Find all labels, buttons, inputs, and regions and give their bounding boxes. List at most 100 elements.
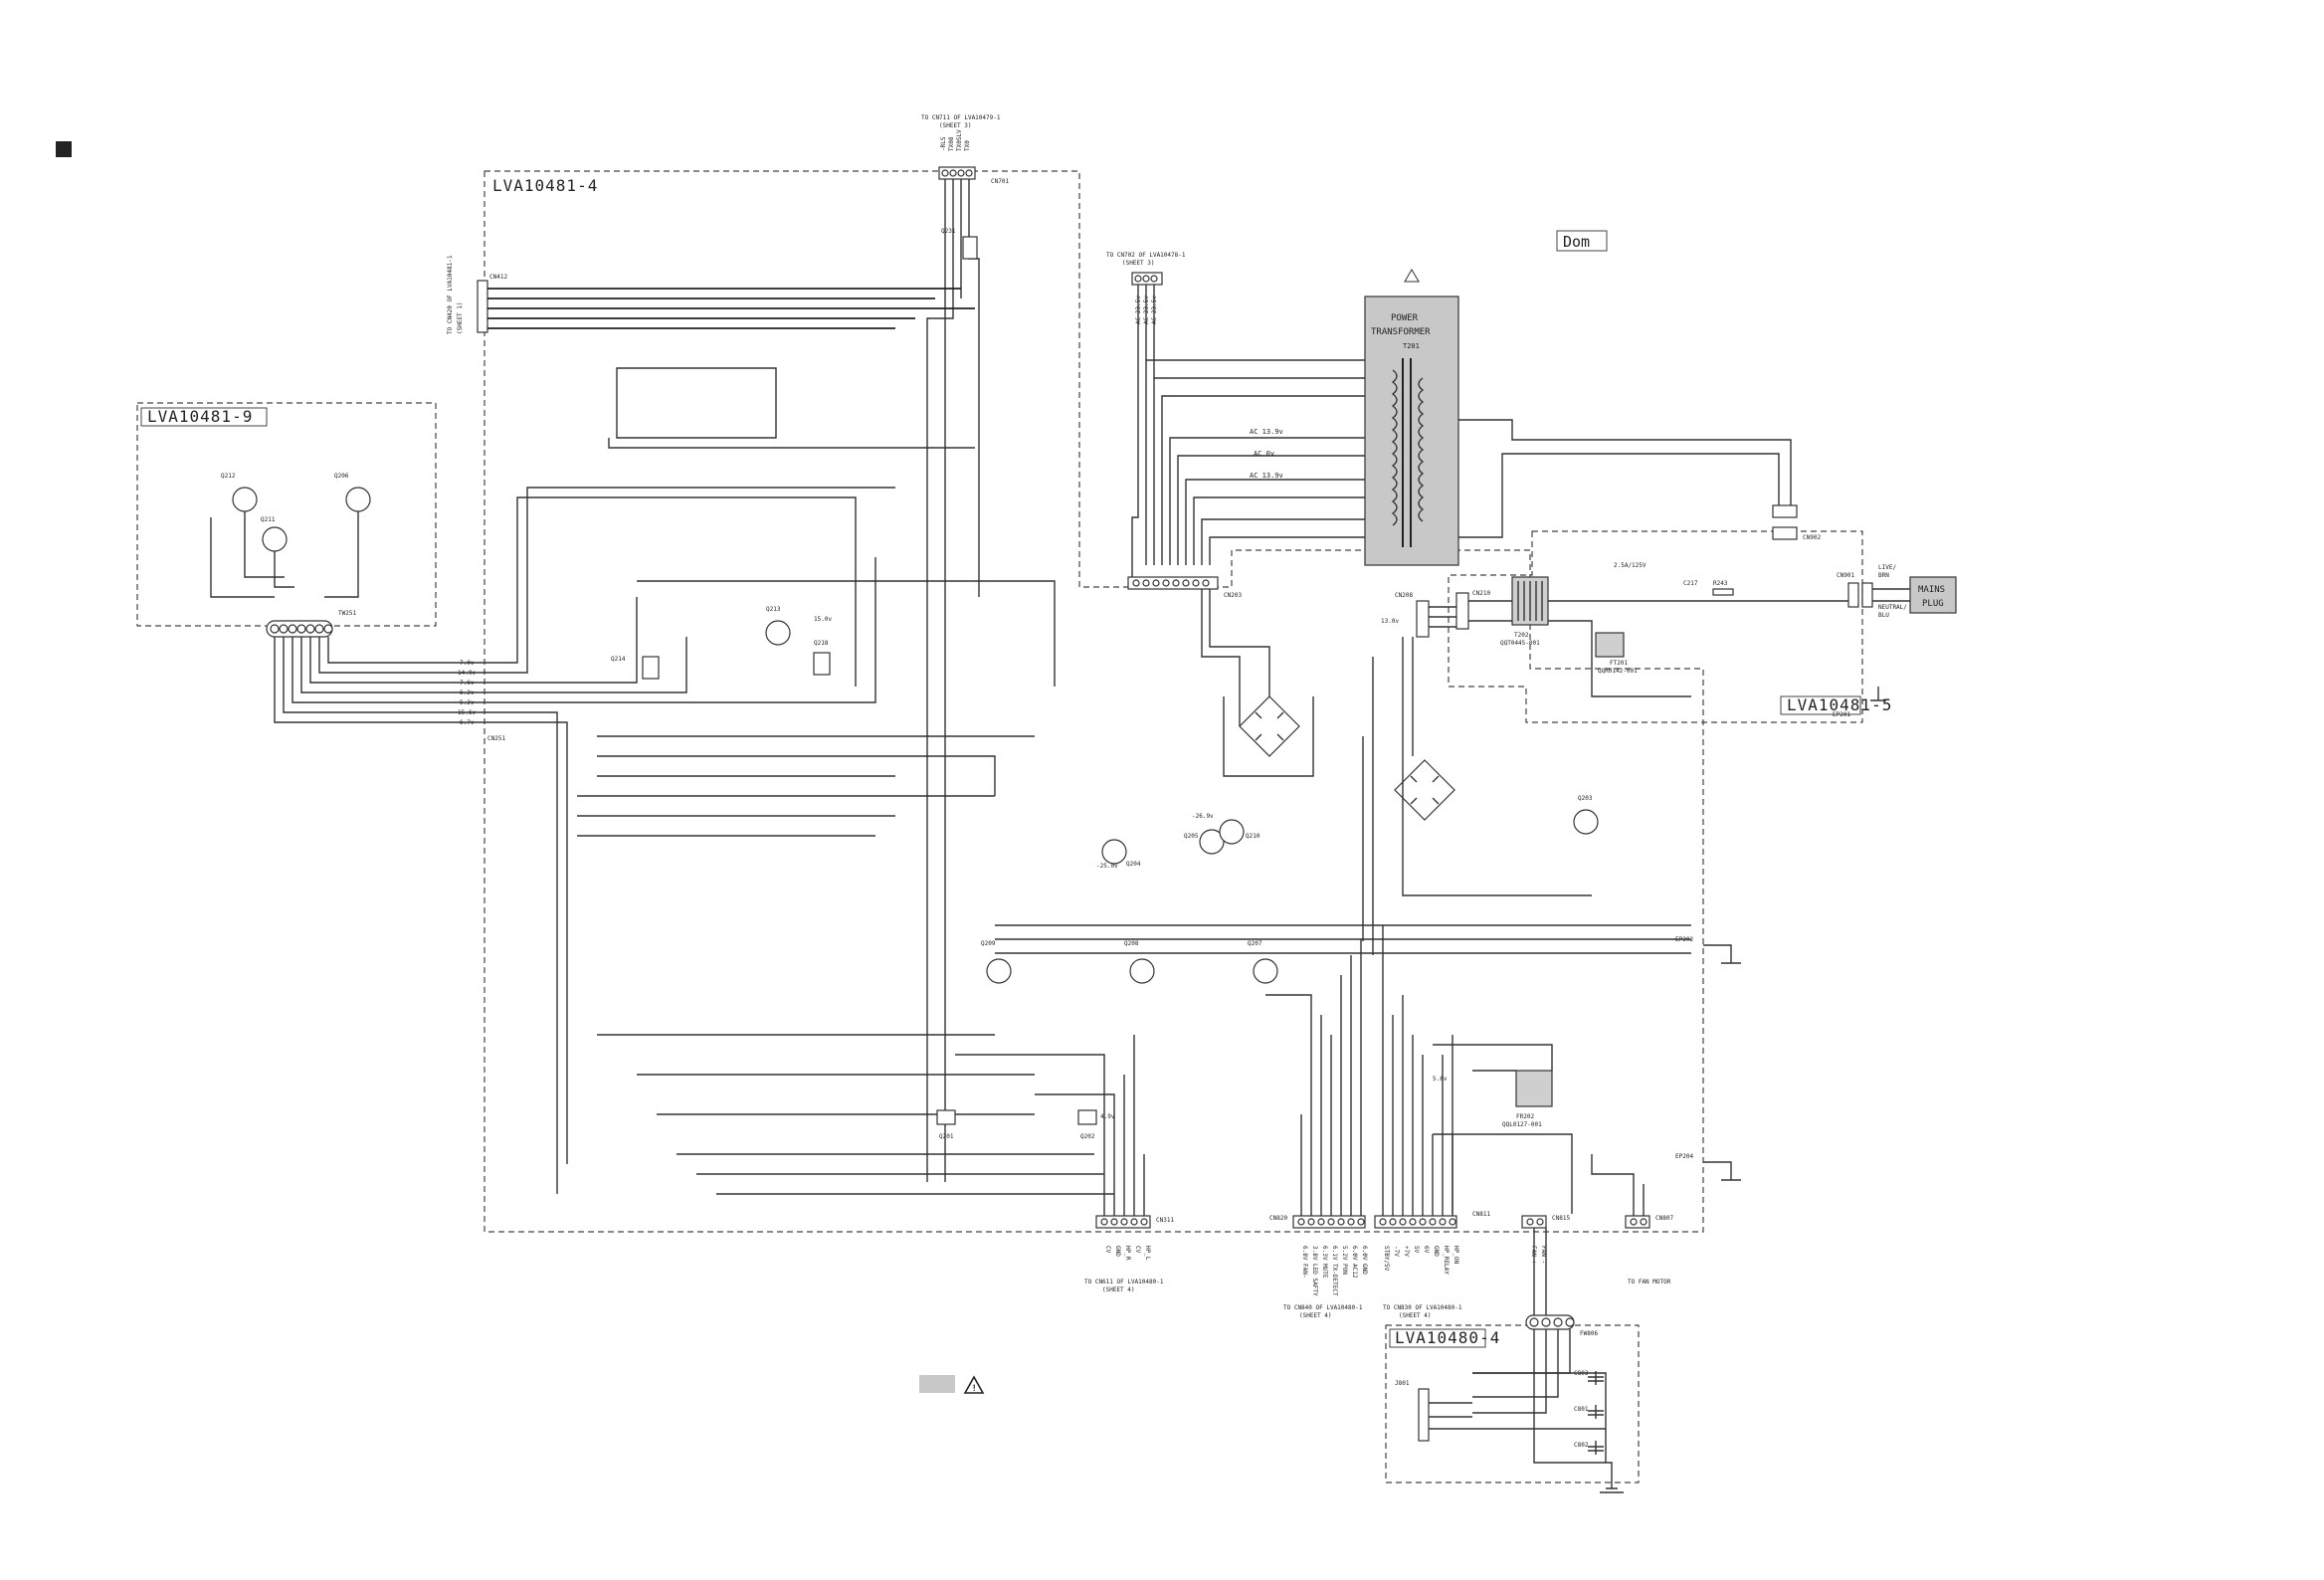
svg-text:QQR0142-001: QQR0142-001 <box>1598 668 1638 675</box>
safety-legend: ! <box>919 1375 985 1394</box>
svg-text:T202: T202 <box>1514 632 1529 639</box>
svg-text:TO CN611 OF LVA10480-1: TO CN611 OF LVA10480-1 <box>1084 1279 1164 1285</box>
svg-text:(SHEET 1): (SHEET 1) <box>457 301 464 334</box>
svg-text:Q202: Q202 <box>1080 1133 1095 1140</box>
svg-text:!: ! <box>972 1384 977 1394</box>
svg-text:LIVE/: LIVE/ <box>1878 564 1896 571</box>
svg-text:Q203: Q203 <box>1578 795 1593 802</box>
svg-text:C217: C217 <box>1683 580 1698 587</box>
svg-text:C802: C802 <box>1574 1442 1589 1449</box>
svg-text:CV: CV <box>1104 1246 1111 1254</box>
svg-text:BLU: BLU <box>1878 612 1889 619</box>
svg-text:TO CN840 OF LVA10480-1: TO CN840 OF LVA10480-1 <box>1283 1304 1363 1311</box>
svg-text:Q209: Q209 <box>981 940 996 947</box>
board-outline-mains <box>1448 530 1863 723</box>
connector-cn820: CN820 6.8V FAN- 3.8V LED SAFTY 6.3V MUTE… <box>1269 1215 1368 1319</box>
svg-text:Q218: Q218 <box>814 640 829 647</box>
voltage-4-9: 4.9v <box>1100 1113 1115 1120</box>
svg-text:(SHEET 3): (SHEET 3) <box>1122 260 1155 267</box>
svg-text:(SHEET 4): (SHEET 4) <box>1399 1312 1432 1319</box>
ic-q201: Q201 <box>936 1109 956 1140</box>
connector-cn311: CN311 CV GND HP_R CV HP_L TO CN611 OF LV… <box>1084 1215 1174 1293</box>
svg-text:CN208: CN208 <box>1395 592 1413 599</box>
region-tag: Dom <box>1563 233 1590 251</box>
connector-cn811: CN811 STBY/5V -7V +7V 5V 6V GND HP_RELAY… <box>1374 1211 1490 1319</box>
svg-text:(SHEET 3): (SHEET 3) <box>939 122 972 129</box>
svg-text:(SHEET 4): (SHEET 4) <box>1299 1312 1332 1319</box>
svg-text:PLUG: PLUG <box>1922 599 1944 609</box>
svg-text:Q231: Q231 <box>941 228 956 235</box>
svg-text:Q206: Q206 <box>334 473 349 480</box>
connector-tw251: TW251 <box>266 610 356 638</box>
capacitor-c802: C802 <box>1574 1441 1604 1455</box>
voltage-ac-13-1: AC 13.9v <box>1250 428 1283 436</box>
svg-text:Q201: Q201 <box>939 1133 954 1140</box>
bridge-rectifier-1 <box>1239 695 1300 757</box>
svg-text:TX0: TX0 <box>964 140 971 151</box>
line-filter-t202: T202 QQT0445-001 <box>1500 576 1549 647</box>
transistor-q206: Q206 <box>334 473 371 512</box>
connector-cn901: CN901 LIVE/ BRN NEUTRAL/ BLU <box>1837 564 1907 619</box>
svg-text:TO CN711 OF LVA10479-1: TO CN711 OF LVA10479-1 <box>921 114 1001 121</box>
svg-text:+7V: +7V <box>1403 1246 1410 1257</box>
transistor-q213: Q213 <box>765 606 791 646</box>
ground-ep204: EP204 <box>1675 1153 1741 1181</box>
transistor-q210: Q210 <box>1219 819 1260 845</box>
svg-text:6.1V TX-DETECT: 6.1V TX-DETECT <box>1331 1246 1338 1296</box>
warning-icon <box>963 1375 985 1394</box>
voltage-ac-13-2: AC 13.9v <box>1250 472 1283 480</box>
svg-text:Q208: Q208 <box>1124 940 1139 947</box>
svg-text:GND: GND <box>1433 1246 1440 1257</box>
svg-text:TO CN830 OF LVA10480-1: TO CN830 OF LVA10480-1 <box>1383 1304 1462 1311</box>
ic-q202: Q202 <box>1077 1109 1097 1140</box>
svg-text:CN807: CN807 <box>1655 1215 1673 1222</box>
svg-text:NEUTRAL/: NEUTRAL/ <box>1878 604 1907 611</box>
svg-text:STBY/5V: STBY/5V <box>1383 1246 1390 1272</box>
svg-text:FAN -: FAN - <box>1540 1246 1547 1264</box>
svg-text:Q211: Q211 <box>261 516 276 523</box>
svg-text:5.2v: 5.2v <box>460 699 475 706</box>
svg-text:7.0v: 7.0v <box>460 660 475 667</box>
svg-text:6.0V AC12: 6.0V AC12 <box>1351 1246 1358 1279</box>
resistor-r243: R243 <box>1712 580 1734 596</box>
svg-text:CN210: CN210 <box>1472 590 1490 597</box>
svg-text:Q213: Q213 <box>766 606 781 613</box>
transistor-q209: Q209 <box>981 940 1012 984</box>
svg-text:FR202: FR202 <box>1516 1113 1534 1120</box>
mains-plug: MAINS PLUG <box>1909 576 1957 614</box>
page-marker <box>56 141 72 157</box>
svg-text:TO CN702 OF LVA10478-1: TO CN702 OF LVA10478-1 <box>1106 252 1186 259</box>
board-outline-left <box>136 402 437 627</box>
connector-cn208: CN208 <box>1395 592 1430 638</box>
transistor-q207: Q207 <box>1248 940 1278 984</box>
transistor-q205: Q205 <box>1184 829 1225 855</box>
board-outline-bottom <box>1385 1324 1640 1483</box>
svg-text:5V: 5V <box>1413 1246 1420 1254</box>
voltage-13: 13.0v <box>1381 618 1399 625</box>
svg-text:J801: J801 <box>1395 1380 1410 1387</box>
svg-text:(SHEET 4): (SHEET 4) <box>1102 1286 1135 1293</box>
board-outline-main <box>484 170 1704 1233</box>
transistor-q204: Q204 <box>1101 839 1141 868</box>
transistor-q203: Q203 <box>1573 795 1599 835</box>
svg-text:15.6v: 15.6v <box>458 709 476 716</box>
svg-text:6.2v: 6.2v <box>460 690 475 696</box>
capacitor-c801: C801 <box>1574 1405 1604 1419</box>
bridge-rectifier-2 <box>1394 759 1455 821</box>
svg-text:HP_RELAY: HP_RELAY <box>1443 1246 1450 1275</box>
board-label-bottom: LVA10480-4 <box>1395 1328 1500 1347</box>
svg-text:TO CN420 OF LVA10481-1: TO CN420 OF LVA10481-1 <box>447 255 454 334</box>
capacitor-c803: C803 <box>1574 1370 1604 1385</box>
board-label-mains: LVA10481-5 <box>1787 695 1892 714</box>
transistor-q208: Q208 <box>1124 940 1155 984</box>
svg-text:Q212: Q212 <box>221 473 236 480</box>
svg-text:FW806: FW806 <box>1580 1330 1598 1337</box>
fuse-ft201: FT201 QQR0142-001 <box>1595 632 1638 675</box>
svg-text:TW251: TW251 <box>338 610 356 617</box>
svg-text:FT201: FT201 <box>1610 660 1628 667</box>
voltage-ac-0: AC 0v <box>1254 450 1274 458</box>
svg-text:6.3V MUTE: 6.3V MUTE <box>1321 1246 1328 1279</box>
connector-cn902: CN902 <box>1803 534 1821 541</box>
transistor-q212: Q212 <box>221 473 258 512</box>
